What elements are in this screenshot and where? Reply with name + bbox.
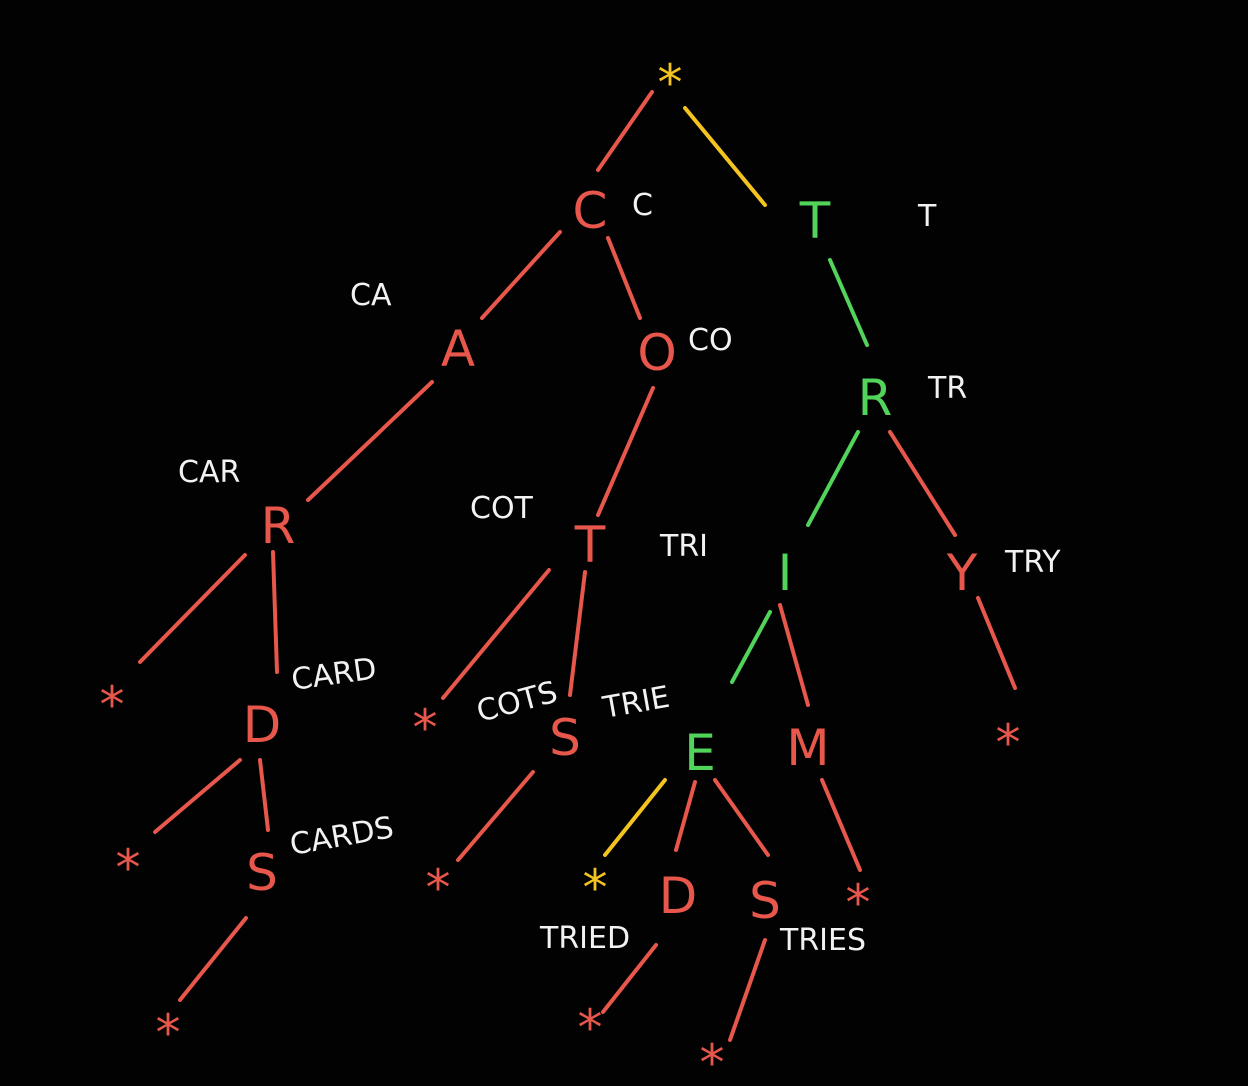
prefix-label-tries: TRIES — [779, 923, 866, 958]
prefix-label-tri: TRI — [659, 529, 708, 564]
edge-s-end — [178, 916, 248, 1002]
edge-y-end — [976, 596, 1017, 690]
edge-a-r — [306, 380, 434, 502]
edge-e-d — [674, 780, 697, 852]
node-r-tr: R — [858, 369, 893, 427]
edge-d-s — [258, 758, 270, 832]
edge-i-m — [778, 603, 810, 707]
node-s-cots: S — [549, 709, 581, 767]
node-t-cot: T — [574, 516, 606, 574]
end-marker-tried: * — [578, 999, 603, 1057]
prefix-label-car: CAR — [178, 455, 240, 490]
node-o: O — [637, 324, 676, 382]
edge-root-t — [683, 106, 767, 207]
end-marker-cots: * — [426, 859, 451, 917]
prefix-label-try: TRY — [1004, 545, 1061, 580]
end-marker-cards: * — [156, 1004, 181, 1062]
edge-d-end — [153, 758, 242, 834]
edge-i-e — [730, 610, 772, 684]
edge-t-s — [568, 570, 587, 697]
end-marker-trie: * — [583, 859, 608, 917]
node-c: C — [573, 182, 608, 240]
edge-root-c — [596, 90, 654, 172]
prefix-label-tr: TR — [927, 371, 967, 406]
prefix-label-ca: CA — [350, 278, 392, 313]
node-a: A — [441, 320, 475, 378]
node-m: M — [786, 719, 829, 777]
end-marker-car: * — [100, 676, 125, 734]
prefix-label-c: C — [632, 188, 653, 223]
node-s-tries: S — [749, 872, 781, 930]
prefix-label-cots: COTS — [473, 675, 561, 730]
edge-r-y — [888, 430, 957, 537]
edge-s-end2 — [456, 770, 535, 862]
edge-d-end2 — [601, 943, 658, 1014]
node-r-car: R — [261, 497, 296, 555]
edge-r-i — [806, 430, 860, 527]
end-marker-trim: * — [846, 874, 871, 932]
edge-c-o — [606, 236, 642, 320]
edge-e-end — [603, 778, 667, 857]
end-marker-cot: * — [413, 699, 438, 757]
edge-r-d — [271, 550, 279, 674]
node-t-root: T — [799, 192, 831, 250]
edge-c-a — [480, 230, 562, 320]
edge-o-t — [596, 386, 655, 517]
node-d-card: D — [243, 696, 282, 754]
node-d-tried: D — [659, 867, 698, 925]
edge-e-s — [713, 778, 770, 857]
prefix-label-trie: TRIE — [599, 680, 672, 726]
root-node: * — [658, 54, 683, 112]
prefix-label-cot: COT — [470, 491, 534, 526]
prefix-label-tried: TRIED — [539, 921, 630, 956]
end-marker-try: * — [996, 714, 1021, 772]
edge-r-end — [138, 553, 247, 664]
node-e: E — [684, 724, 716, 782]
edge-s-end3 — [728, 938, 767, 1042]
prefix-label-card: CARD — [289, 651, 378, 698]
edge-t-r — [828, 258, 869, 347]
prefix-label-cards: CARDS — [287, 810, 396, 863]
prefix-label-co: CO — [688, 323, 733, 358]
node-y: Y — [946, 544, 978, 602]
node-s-cards: S — [246, 844, 278, 902]
edge-t-end — [441, 568, 551, 700]
edge-m-end — [820, 778, 862, 872]
end-marker-tries: * — [700, 1034, 725, 1086]
end-marker-card: * — [116, 839, 141, 897]
node-i: I — [778, 544, 793, 602]
prefix-label-t: T — [917, 199, 937, 234]
